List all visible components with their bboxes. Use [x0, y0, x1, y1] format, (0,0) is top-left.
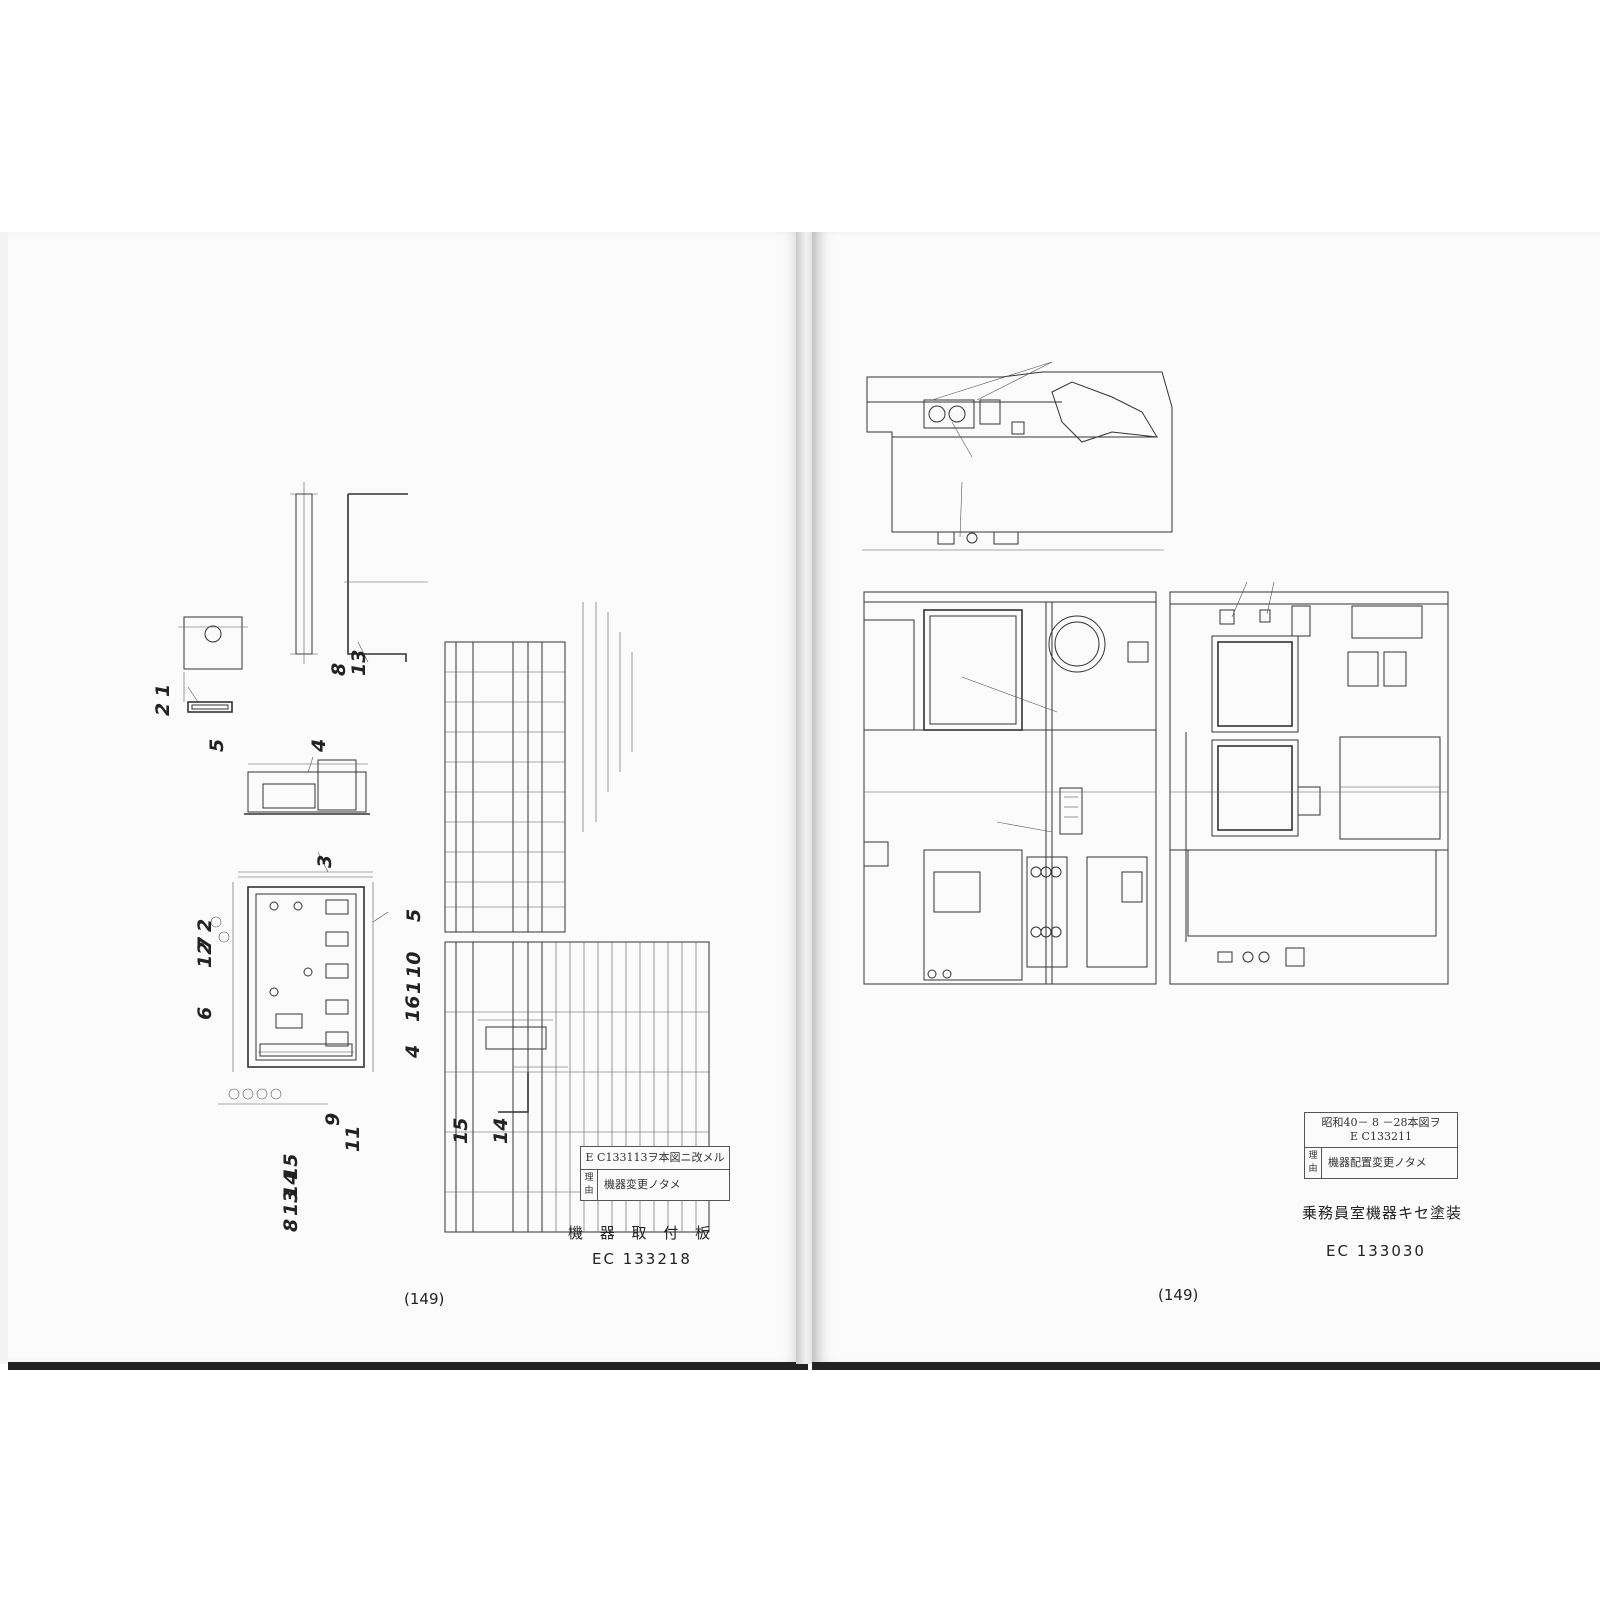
revision-block: 昭和40－ 8 －28本図ヲ E C133211 理由 機器配置変更ノタメ	[1304, 1112, 1458, 1179]
part-number: 8	[328, 662, 350, 676]
part-number: 14	[490, 1117, 512, 1144]
revision-note: E C133113ヲ本図ニ改メル	[581, 1147, 729, 1170]
part-number: 16	[402, 995, 424, 1022]
section-a-detail	[178, 616, 248, 713]
part-number: 15	[280, 1153, 302, 1180]
part-number: 5	[206, 738, 228, 752]
reason-label: 理由	[581, 1170, 598, 1200]
part-number: 6	[194, 1006, 216, 1020]
page-number: (149)	[1158, 1286, 1199, 1304]
part-number: 9	[322, 1112, 344, 1126]
part-number: 15	[450, 1117, 472, 1144]
page-number: (149)	[404, 1290, 445, 1308]
page-edge	[812, 1362, 1600, 1370]
revision-block: E C133113ヲ本図ニ改メル 理由 機器変更ノタメ	[580, 1146, 730, 1201]
channel-detail	[290, 482, 428, 664]
reason-text: 機器変更ノタメ	[604, 1178, 681, 1191]
leader-lines	[187, 641, 389, 923]
part-number: 4	[402, 1044, 424, 1058]
part-number: 5	[403, 908, 425, 922]
drawing-number: EC 133030	[1326, 1242, 1426, 1260]
drawing-number: EC 133218	[592, 1250, 692, 1268]
revision-note-line1: 昭和40－ 8 －28本図ヲ	[1321, 1116, 1441, 1129]
reason-label: 理由	[1305, 1148, 1322, 1178]
drawing-title: 乗務員室機器キセ塗装	[1302, 1204, 1463, 1222]
part-number: 2	[194, 918, 216, 932]
revision-note-line2: E C133211	[1350, 1130, 1412, 1143]
part-number: 8	[280, 1218, 302, 1232]
right-technical-drawing	[862, 361, 1449, 985]
cab-top-view	[862, 361, 1173, 551]
section-b-detail	[244, 759, 370, 815]
book-spread: 2 1 5 4 8 13 3 10 5 1 6 12 7 2 16 4 8 13…	[0, 232, 1600, 1370]
part-number: 2	[152, 702, 174, 716]
part-number: 13	[348, 649, 370, 676]
cab-left-wall	[863, 591, 1157, 985]
cab-right-wall	[1169, 581, 1449, 985]
part-number: 10	[403, 951, 425, 978]
page-edge	[8, 1362, 808, 1370]
part-number: 1	[403, 980, 425, 994]
part-number: 7	[194, 936, 216, 950]
drawing-title: 機 器 取 付 板	[568, 1224, 717, 1242]
part-number: 11	[342, 1125, 364, 1152]
bracket-details	[478, 1019, 568, 1113]
part-number: 3	[314, 854, 336, 868]
parts-table-upper	[444, 602, 633, 933]
right-page: 昭和40－ 8 －28本図ヲ E C133211 理由 機器配置変更ノタメ 乗務…	[812, 232, 1600, 1370]
left-page: 2 1 5 4 8 13 3 10 5 1 6 12 7 2 16 4 8 13…	[8, 232, 808, 1370]
reason-text: 機器配置変更ノタメ	[1328, 1156, 1427, 1169]
part-number: 1	[152, 683, 174, 697]
part-number: 4	[308, 738, 330, 752]
mounting-plate-plan	[210, 871, 374, 1105]
left-technical-drawing	[178, 482, 710, 1233]
